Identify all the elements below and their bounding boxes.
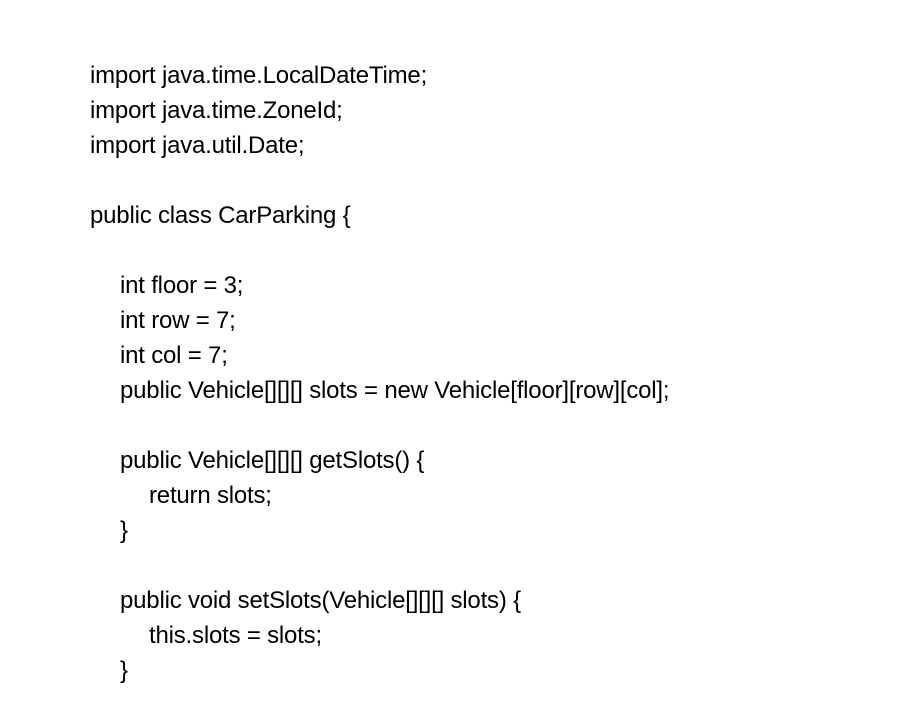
- code-line: import java.time.LocalDateTime;: [90, 62, 428, 89]
- code-line: public Vehicle[][][] slots = new Vehicle…: [120, 377, 670, 404]
- code-line: return slots;: [149, 482, 272, 509]
- code-line: int floor = 3;: [120, 272, 244, 299]
- blank-line: [90, 548, 890, 583]
- code-line: import java.util.Date;: [90, 132, 305, 159]
- blank-line: [90, 408, 890, 443]
- code-line: public class CarParking {: [90, 202, 351, 229]
- code-document: import java.time.LocalDateTime; import j…: [90, 58, 890, 688]
- blank-line: [90, 233, 890, 268]
- code-line: }: [120, 657, 128, 684]
- blank-line: [90, 163, 890, 198]
- code-line: public void setSlots(Vehicle[][][] slots…: [120, 587, 521, 614]
- code-line: import java.time.ZoneId;: [90, 97, 343, 124]
- code-line: }: [120, 517, 128, 544]
- code-line: int col = 7;: [120, 342, 228, 369]
- code-line: this.slots = slots;: [149, 622, 322, 649]
- code-line: public Vehicle[][][] getSlots() {: [120, 447, 425, 474]
- code-line: int row = 7;: [120, 307, 236, 334]
